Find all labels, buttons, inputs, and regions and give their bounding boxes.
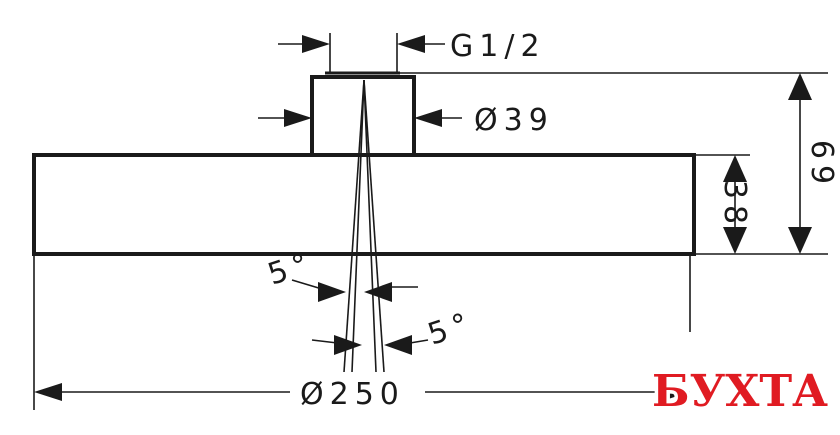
angle-dimension-right: 5° [311,305,479,355]
thread-size-label: G1/2 [450,29,546,64]
extension-lines [33,33,828,410]
angle-right-label: 5° [424,305,479,353]
watermark-logo: БУХТА [648,363,831,421]
plate-height-label: 38 [717,180,752,230]
total-height-label: 69 [804,140,839,190]
plate-diameter-label: Ø250 [300,377,405,412]
shower-plate-outline [32,153,696,256]
connector-neck-outline [310,75,416,157]
neck-diameter-dimension: Ø39 [258,103,554,138]
neck-diameter-label: Ø39 [474,103,554,138]
angle-lines [343,79,385,373]
watermark-text: БУХТА [652,366,828,417]
total-height-dimension: 69 [788,73,839,254]
plate-diameter-dimension: Ø250 [34,377,690,412]
plate-height-dimension: 38 [717,155,752,254]
thread-dimension: G1/2 [278,29,546,64]
